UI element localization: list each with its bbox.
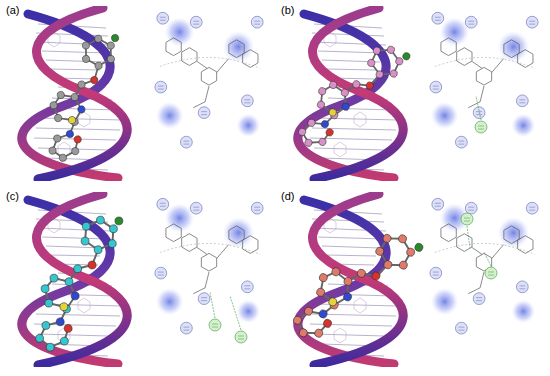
panel-label: (d) xyxy=(279,190,296,203)
panel-label: (a) xyxy=(4,4,21,17)
panel-label: (b) xyxy=(279,4,296,17)
panel-label: (c) xyxy=(4,190,21,203)
